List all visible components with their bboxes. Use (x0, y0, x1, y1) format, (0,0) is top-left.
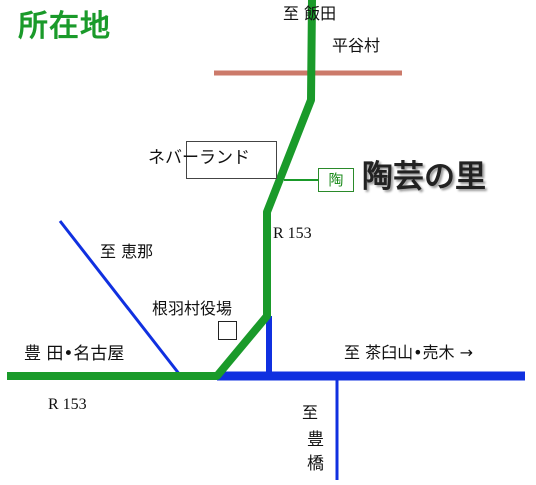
route-153-line (7, 0, 316, 380)
label-toyota-nagoya: 豊 田•名古屋 (24, 344, 125, 364)
village-office-marker (218, 321, 237, 340)
label-to-south: 至 (302, 403, 319, 422)
label-to-ena: 至 恵那 (100, 242, 154, 261)
label-toyohashi: 豊橋 (307, 430, 324, 474)
label-neverland: ネバーランド (148, 148, 250, 168)
label-route-153-north: R 153 (273, 225, 312, 242)
neverland-marker-box (186, 141, 277, 179)
road-to-ena (58, 220, 182, 376)
page-title: 所在地 (18, 9, 111, 44)
label-tougei-no-sato: 陶芸の里 (362, 159, 486, 195)
label-to-chausuyama-urugi: 至 茶臼山•売木 → (344, 343, 474, 362)
label-hiraya-village: 平谷村 (332, 36, 381, 55)
tougei-badge: 陶 (318, 168, 354, 192)
label-nebamura-office: 根羽村役場 (152, 299, 233, 318)
label-route-153-south: R 153 (48, 396, 87, 413)
label-to-iida: 至 飯田 (283, 4, 337, 23)
